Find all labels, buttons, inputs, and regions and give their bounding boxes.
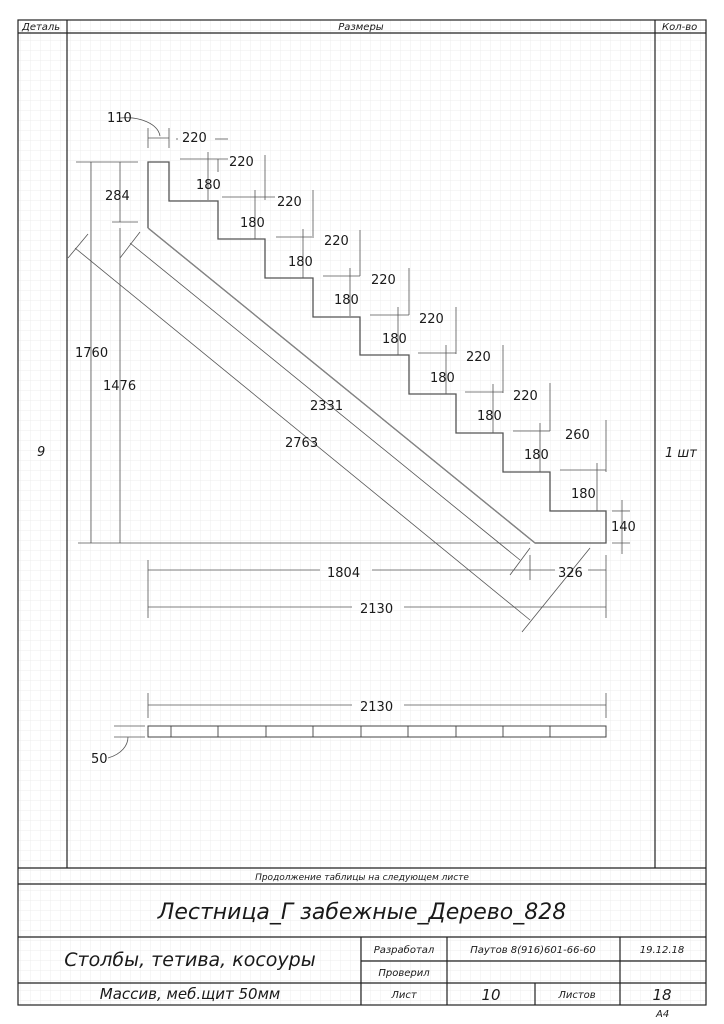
dim-rise-9: 180 [571, 487, 596, 502]
dim-284: 284 [105, 189, 130, 204]
drawing-title: Лестница_Г забежные_Дерево_828 [157, 900, 566, 925]
dim-rise-4: 180 [334, 293, 359, 308]
dim-1760: 1760 [75, 346, 108, 361]
checked-label: Проверил [378, 968, 430, 979]
stringer-outline [147, 161, 607, 544]
header-sizes: Размеры [338, 22, 384, 33]
dimension-lines [67, 117, 630, 759]
sheet-frame [17, 19, 707, 1006]
stringer-bottom-edge [147, 227, 536, 544]
sheet-label: Лист [390, 990, 418, 1001]
date-value: 19.12.18 [640, 945, 685, 956]
dim-tread-3: 220 [277, 195, 302, 210]
continued-note: Продолжение таблицы на следующем листе [255, 873, 469, 883]
dim-110: 110 [107, 111, 132, 126]
header-qty: Кол-во [662, 22, 697, 33]
dim-2331: 2331 [310, 399, 343, 414]
dim-140: 140 [611, 520, 636, 535]
dim-rise-5: 180 [382, 332, 407, 347]
dim-tread-7: 220 [466, 350, 491, 365]
dim-50: 50 [91, 752, 108, 767]
dim-2130-plank: 2130 [360, 700, 393, 715]
dim-326: 326 [558, 566, 583, 581]
dim-rise-6: 180 [430, 371, 455, 386]
dim-rise-1: 180 [196, 178, 221, 193]
quantity-value: 1 шт [665, 446, 697, 461]
dim-tread-1: 220 [182, 131, 207, 146]
dim-tread-4: 220 [324, 234, 349, 249]
dim-1476: 1476 [103, 379, 136, 394]
plank-outline [147, 725, 607, 738]
drawing-subtitle: Столбы, тетива, косоуры [64, 949, 315, 971]
header-detail: Деталь [21, 22, 60, 33]
dim-tread-9: 260 [565, 428, 590, 443]
dim-rise-8: 180 [524, 448, 549, 463]
sheet-number: 10 [481, 986, 500, 1004]
dim-tread-2: 220 [229, 155, 254, 170]
dim-tread-6: 220 [419, 312, 444, 327]
sheets-total: 18 [652, 986, 671, 1004]
dim-rise-7: 180 [477, 409, 502, 424]
paper-format: А4 [655, 1009, 669, 1020]
step-dimension-marks [176, 138, 607, 511]
dim-rise-3: 180 [288, 255, 313, 270]
developer-name: Паутов 8(916)601-66-60 [470, 945, 596, 956]
developed-label: Разработал [374, 944, 435, 956]
material-text: Массив, меб.щит 50мм [100, 985, 280, 1003]
sheets-label: Листов [557, 990, 595, 1001]
dim-tread-5: 220 [371, 273, 396, 288]
plank-segments [170, 726, 551, 737]
detail-number: 9 [37, 445, 45, 460]
dim-2763: 2763 [285, 436, 318, 451]
dim-1804: 1804 [327, 566, 360, 581]
dim-2130-top: 2130 [360, 602, 393, 617]
dim-rise-2: 180 [240, 216, 265, 231]
dim-tread-8: 220 [513, 389, 538, 404]
